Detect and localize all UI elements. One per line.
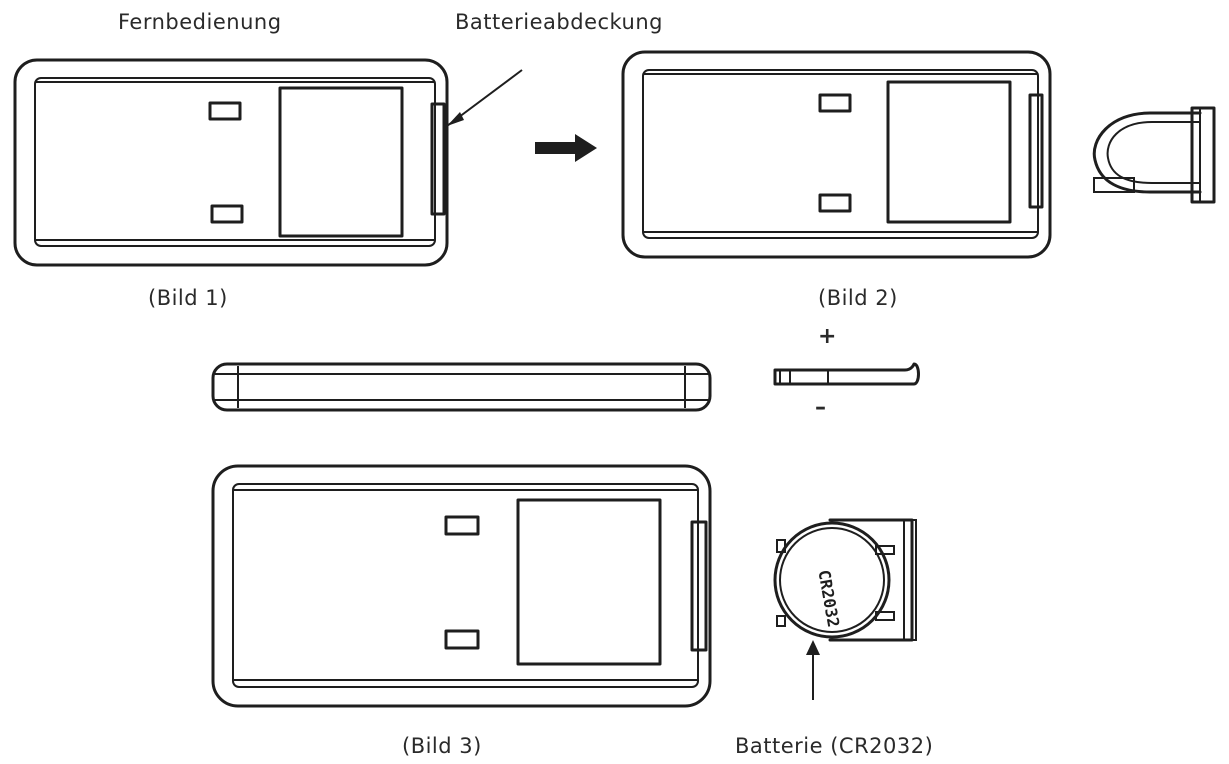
remote-fig2 (621, 50, 1052, 259)
battery-in-holder: CR2032 (773, 518, 917, 642)
remote-side-view (211, 362, 712, 412)
right-arrow-icon (535, 134, 597, 162)
battery-side-view (773, 362, 920, 386)
battery-pointer-arrow (806, 640, 820, 700)
coin-cell-print: CR2032 (814, 568, 843, 628)
figure-1-caption: (Bild 1) (148, 286, 228, 310)
minus-polarity-label: – (815, 395, 826, 420)
figure-3-caption: (Bild 3) (402, 734, 482, 758)
battery-cover-removed (1092, 106, 1216, 204)
battery-cover-label: Batterieabdeckung (455, 10, 664, 34)
plus-polarity-label: + (818, 324, 837, 349)
battery-label: Batterie (CR2032) (735, 734, 934, 758)
figure-2-caption: (Bild 2) (818, 286, 898, 310)
remote-fig3 (211, 464, 712, 708)
remote-fig1 (13, 58, 449, 267)
cover-pointer-arrow (446, 69, 523, 127)
remote-label: Fernbedienung (118, 10, 282, 34)
